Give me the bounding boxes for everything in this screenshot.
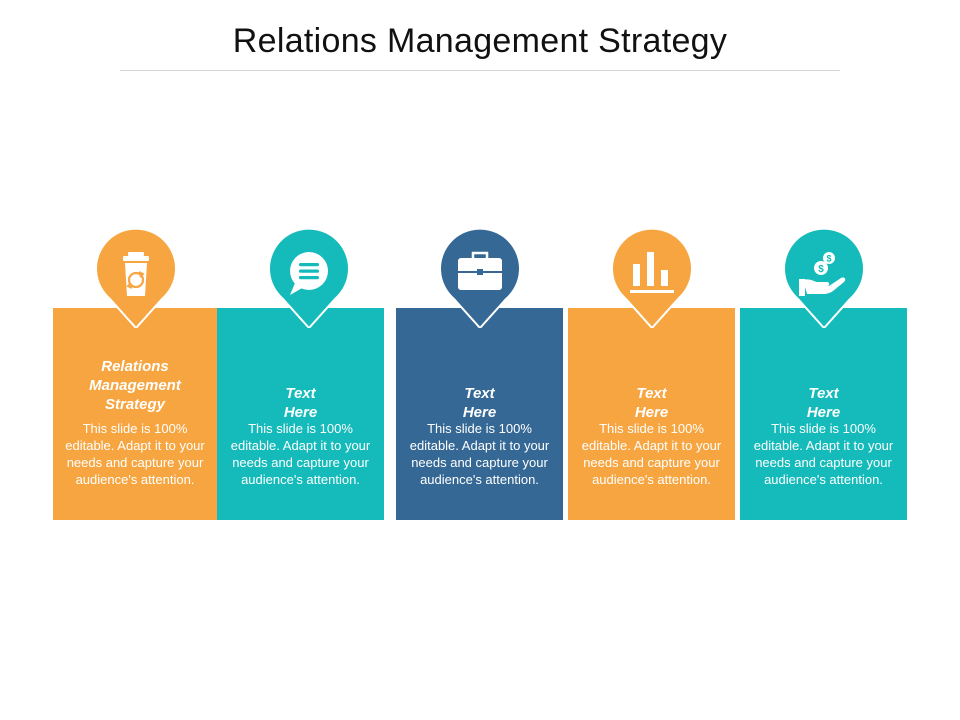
chat-bubble-icon	[290, 252, 328, 295]
pin-marker-2	[268, 228, 350, 328]
money-hand-icon: $ $	[799, 252, 846, 296]
card-text-here-3: Text Here This slide is 100% editable. A…	[568, 308, 735, 520]
card-text-here-2: Text Here This slide is 100% editable. A…	[396, 308, 563, 520]
slide-title: Relations Management Strategy	[232, 22, 728, 60]
briefcase-icon	[458, 251, 502, 290]
card-body: This slide is 100% editable. Adapt it to…	[753, 421, 894, 487]
card-heading: Text Here	[634, 385, 669, 421]
title-divider	[120, 70, 840, 71]
pin-marker-1	[95, 228, 177, 328]
card-text-here-4: Text Here This slide is 100% editable. A…	[740, 308, 907, 520]
card-text-here-1: Text Here This slide is 100% editable. A…	[217, 308, 384, 520]
card-body: This slide is 100% editable. Adapt it to…	[230, 421, 371, 487]
recycle-bin-icon	[123, 252, 149, 296]
bar-chart-icon	[630, 252, 674, 293]
card-heading: Text Here	[462, 385, 497, 421]
pin-marker-4	[611, 228, 693, 328]
card-body: This slide is 100% editable. Adapt it to…	[65, 421, 205, 487]
card-heading: Text Here	[806, 385, 841, 421]
pin-marker-3	[439, 228, 521, 328]
card-body: This slide is 100% editable. Adapt it to…	[409, 421, 550, 487]
card-heading: Relations Management Strategy	[89, 358, 181, 413]
card-heading: Text Here	[283, 385, 318, 421]
svg-text:$: $	[818, 264, 824, 275]
pin-marker-5: $ $	[783, 228, 865, 328]
card-relations-management: Relations Management Strategy This slide…	[53, 308, 217, 520]
card-body: This slide is 100% editable. Adapt it to…	[581, 421, 722, 487]
svg-text:$: $	[826, 254, 831, 264]
